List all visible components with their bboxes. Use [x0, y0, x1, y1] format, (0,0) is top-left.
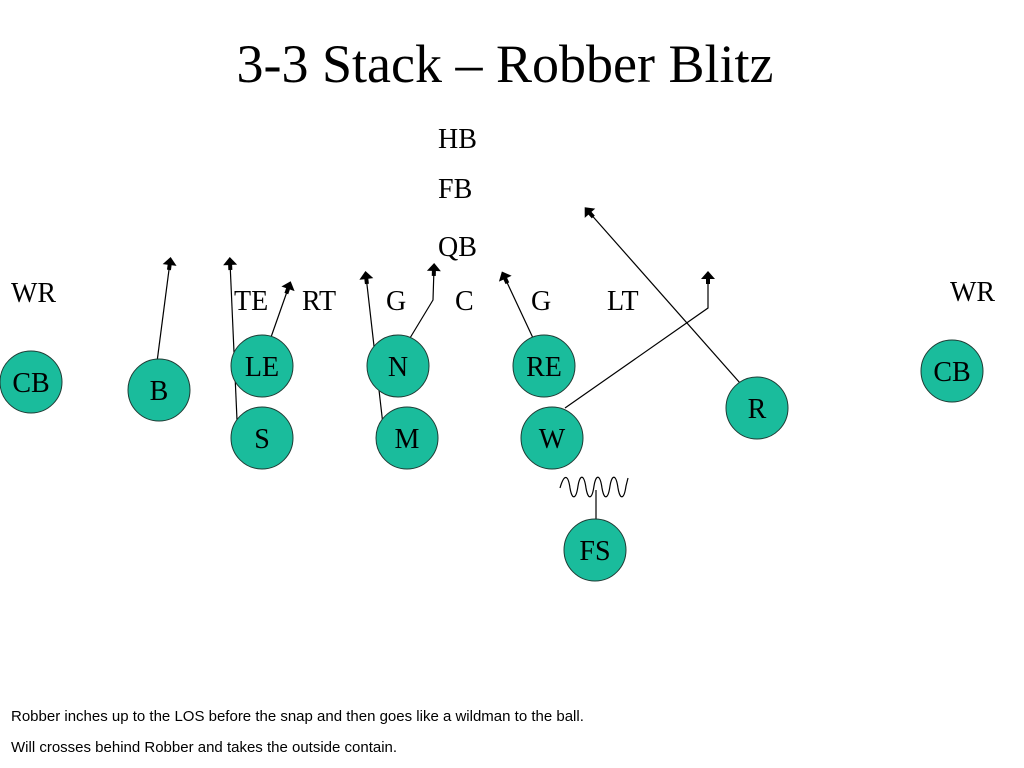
offense-c-6: C — [455, 286, 474, 317]
defender-le-2: LE — [230, 334, 294, 398]
offense-wr-9: WR — [11, 278, 56, 309]
route-b-arrowhead — [162, 257, 177, 271]
offense-qb-2: QB — [438, 232, 477, 263]
defender-n-4: N — [366, 334, 430, 398]
offense-layer: HB FB QB TE RT G C G LT WR WR — [11, 124, 995, 317]
defender-cb-0: CB — [0, 350, 63, 414]
defender-fs-9: FS — [563, 518, 627, 582]
route-b — [156, 261, 171, 363]
defense-layer: CB B LE S N M RE W R FS CB — [0, 334, 984, 582]
defender-re-6: RE — [512, 334, 576, 398]
defender-label: S — [254, 424, 270, 455]
defender-label: M — [395, 424, 420, 455]
route-w-arrowhead — [701, 271, 715, 284]
offense-wr-10: WR — [950, 277, 995, 308]
coaching-note-2: Will crosses behind Robber and takes the… — [11, 739, 398, 756]
offense-te-3: TE — [234, 286, 268, 317]
offense-fb-1: FB — [438, 174, 472, 205]
defender-label: FS — [579, 536, 610, 567]
slide-title: 3-3 Stack – Robber Blitz — [236, 34, 774, 94]
offense-g-7: G — [531, 286, 551, 317]
defender-label: W — [539, 424, 566, 455]
route-r-arrowhead — [584, 207, 596, 219]
route-r — [587, 210, 741, 384]
defender-label: LE — [245, 352, 279, 383]
route-s-arrowhead — [223, 257, 238, 271]
defender-r-8: R — [725, 376, 789, 440]
route-m-arrowhead — [359, 271, 374, 285]
route-le-arrowhead — [281, 281, 295, 295]
routes-layer — [156, 207, 741, 521]
defender-b-1: B — [127, 358, 191, 422]
fs-read-squiggle — [559, 476, 629, 498]
route-re — [503, 275, 534, 339]
route-re-arrowhead — [498, 271, 512, 285]
defender-label: N — [388, 352, 408, 383]
offense-rt-4: RT — [302, 286, 336, 317]
route-w — [564, 276, 709, 409]
offense-hb-0: HB — [438, 124, 477, 155]
offense-lt-8: LT — [607, 286, 639, 317]
defender-s-3: S — [230, 406, 294, 470]
defender-w-7: W — [520, 406, 584, 470]
defender-label: B — [150, 376, 169, 407]
defender-m-5: M — [375, 406, 439, 470]
coaching-note-1: Robber inches up to the LOS before the s… — [11, 708, 584, 725]
route-s — [229, 261, 238, 421]
defender-label: CB — [933, 357, 970, 388]
defender-cb-10: CB — [920, 339, 984, 403]
defender-label: R — [748, 394, 767, 425]
route-le — [269, 285, 290, 341]
route-n — [409, 267, 435, 339]
defender-label: RE — [526, 352, 562, 383]
defender-label: CB — [12, 368, 49, 399]
offense-g-5: G — [386, 286, 406, 317]
route-n-arrowhead — [426, 263, 441, 277]
